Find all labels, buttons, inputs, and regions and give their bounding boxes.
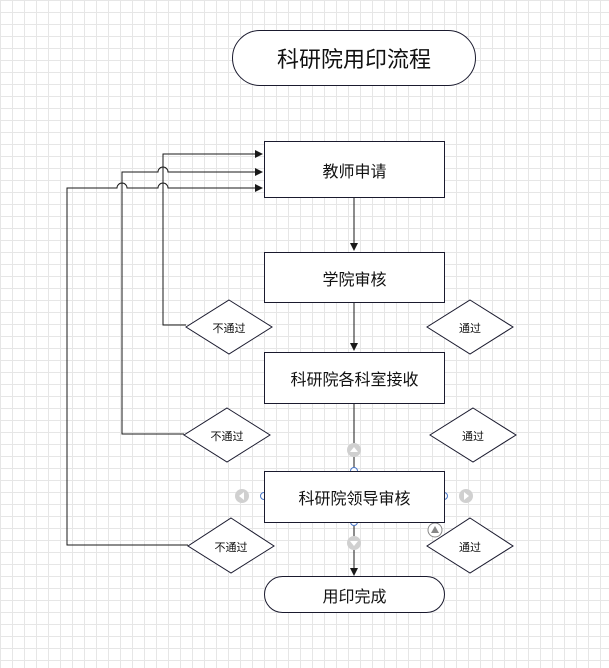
decision-label-3-pass: 通过 [459, 541, 481, 554]
node-teacher-apply[interactable]: 教师申请 [264, 141, 445, 198]
decision-label-1-reject: 不通过 [212, 322, 246, 335]
decision-diamond-3-pass [426, 517, 514, 574]
node-seal-done[interactable]: 用印完成 [264, 576, 445, 613]
decision-diamond-2-reject [183, 407, 271, 463]
node-leader-review[interactable]: 科研院领导审核 [264, 471, 445, 523]
decision-label-1-pass: 通过 [459, 322, 481, 335]
feedback-arrow-3 [66, 182, 263, 546]
decision-diamond-1-reject [185, 299, 273, 355]
quick-connect-down-icon[interactable] [347, 536, 361, 550]
feedback-arrow-2 [121, 166, 263, 435]
decision-diamond-3-reject [187, 517, 275, 574]
rotate-handle-icon[interactable] [427, 522, 443, 538]
diagram-canvas: 科研院用印流程 教师申请 学院审核 科研院各科室接收 科研院领导审核 用印完成 … [0, 30, 609, 668]
node-office-receive[interactable]: 科研院各科室接收 [264, 352, 445, 404]
quick-connect-up-icon[interactable] [347, 443, 361, 457]
decision-diamond-2-pass [429, 407, 517, 463]
page-title: 科研院用印流程 [232, 30, 476, 86]
decision-label-2-reject: 不通过 [210, 430, 244, 443]
decision-diamond-1-pass [426, 299, 514, 355]
quick-connect-left-icon[interactable] [235, 489, 249, 503]
decision-label-2-pass: 通过 [462, 430, 484, 443]
connectors-layer [66, 150, 517, 576]
node-college-review[interactable]: 学院审核 [264, 252, 445, 303]
feedback-arrow-1 [162, 150, 263, 326]
decision-label-3-reject: 不通过 [214, 541, 248, 554]
quick-connect-right-icon[interactable] [459, 489, 473, 503]
